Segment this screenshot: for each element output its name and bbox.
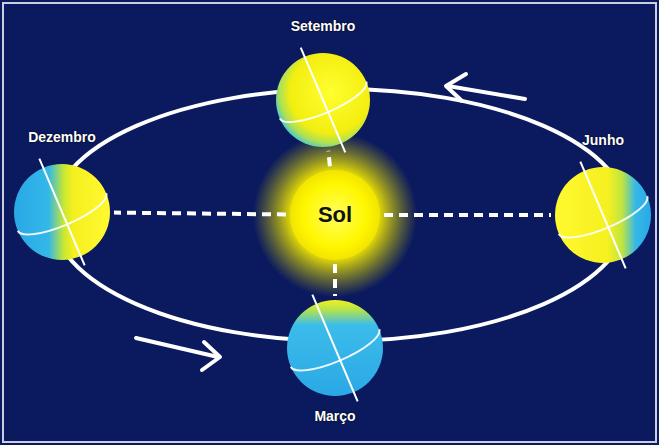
sun-node: Sol	[290, 170, 380, 260]
arrow-head	[446, 74, 466, 101]
dashed-connector	[384, 213, 551, 217]
earth-node: Junho	[555, 167, 651, 263]
node-shape	[276, 53, 370, 147]
node-shape	[14, 164, 110, 260]
dashed-connector	[328, 151, 330, 167]
earth-node: Dezembro	[14, 164, 110, 260]
earth-node: Setembro	[276, 53, 370, 147]
dashed-connector	[333, 264, 337, 296]
month-label: Março	[314, 408, 355, 424]
month-label: Setembro	[291, 18, 356, 34]
node-shape	[287, 300, 383, 396]
earth-axis	[312, 295, 357, 402]
sun-label: Sol	[318, 202, 352, 228]
month-label: Junho	[582, 132, 624, 148]
sun-disc	[290, 170, 380, 260]
earth-equator	[559, 196, 653, 246]
earth-axis	[39, 159, 84, 266]
earth-equator	[280, 82, 372, 131]
node-shape	[555, 167, 651, 263]
arrow-head	[202, 342, 220, 370]
dashed-connector	[114, 213, 286, 215]
earth-axis	[301, 48, 346, 153]
arrow-shaft	[136, 338, 218, 357]
earth-axis	[580, 162, 625, 269]
earth-equator	[291, 329, 385, 379]
month-label: Dezembro	[28, 129, 96, 145]
earth-equator	[18, 193, 112, 243]
earth-node: Março	[287, 300, 383, 396]
